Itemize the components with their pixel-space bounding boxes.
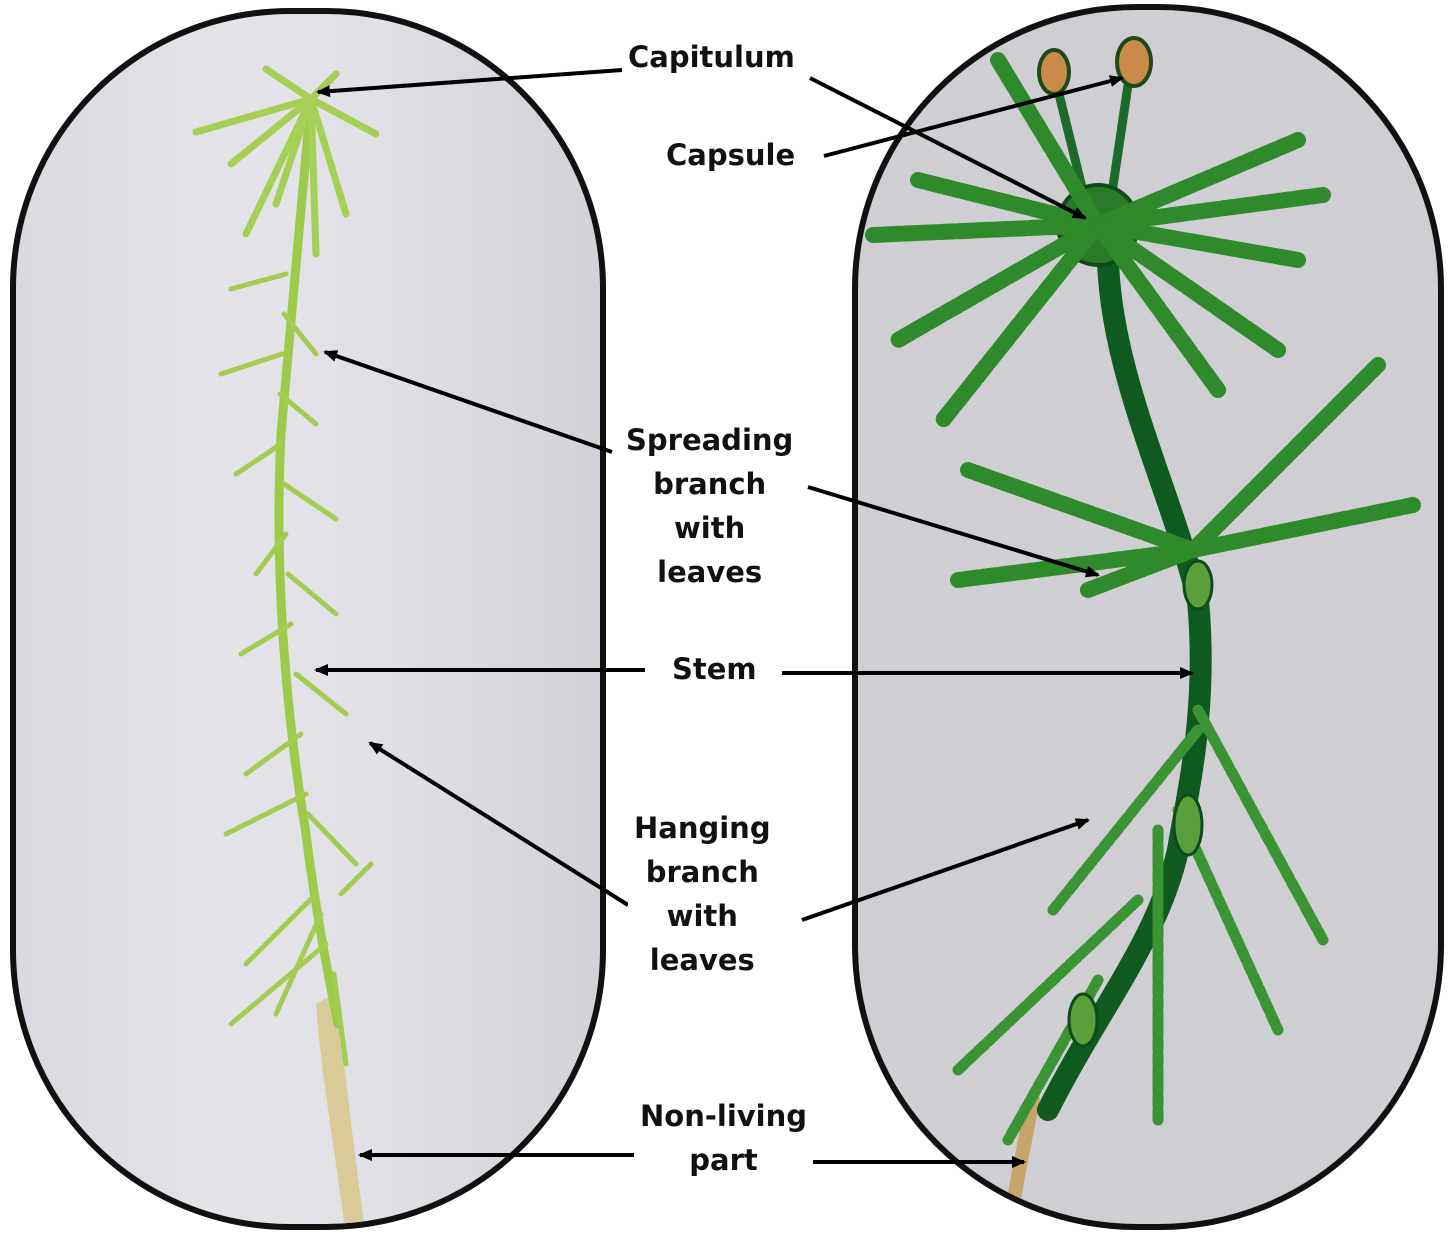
photo-panel bbox=[10, 8, 606, 1230]
drawing-capsule-left bbox=[1039, 50, 1069, 94]
moss-drawing-illustration bbox=[858, 10, 1444, 1230]
photo-capitulum bbox=[196, 69, 376, 254]
drawing-capsule-right bbox=[1117, 38, 1151, 86]
label-stem: Stem bbox=[666, 647, 763, 691]
label-non-living-part: Non-living part bbox=[634, 1094, 813, 1182]
label-spreading-branch: Spreading branch with leaves bbox=[620, 418, 799, 594]
drawing-stem bbox=[1048, 235, 1201, 1110]
drawing-stem-node-middle bbox=[1174, 795, 1202, 855]
drawing-stem-node-lower bbox=[1069, 994, 1097, 1046]
drawing-stem-node-upper bbox=[1184, 561, 1212, 609]
label-capitulum: Capitulum bbox=[622, 35, 801, 79]
drawing-spreading-branches bbox=[958, 365, 1413, 590]
moss-photo-illustration bbox=[16, 14, 606, 1230]
label-hanging-branch: Hanging branch with leaves bbox=[628, 806, 777, 982]
drawing-panel bbox=[852, 4, 1444, 1230]
label-capsule: Capsule bbox=[660, 133, 801, 177]
photo-stem bbox=[279, 99, 338, 1024]
photo-branches bbox=[221, 274, 371, 1064]
